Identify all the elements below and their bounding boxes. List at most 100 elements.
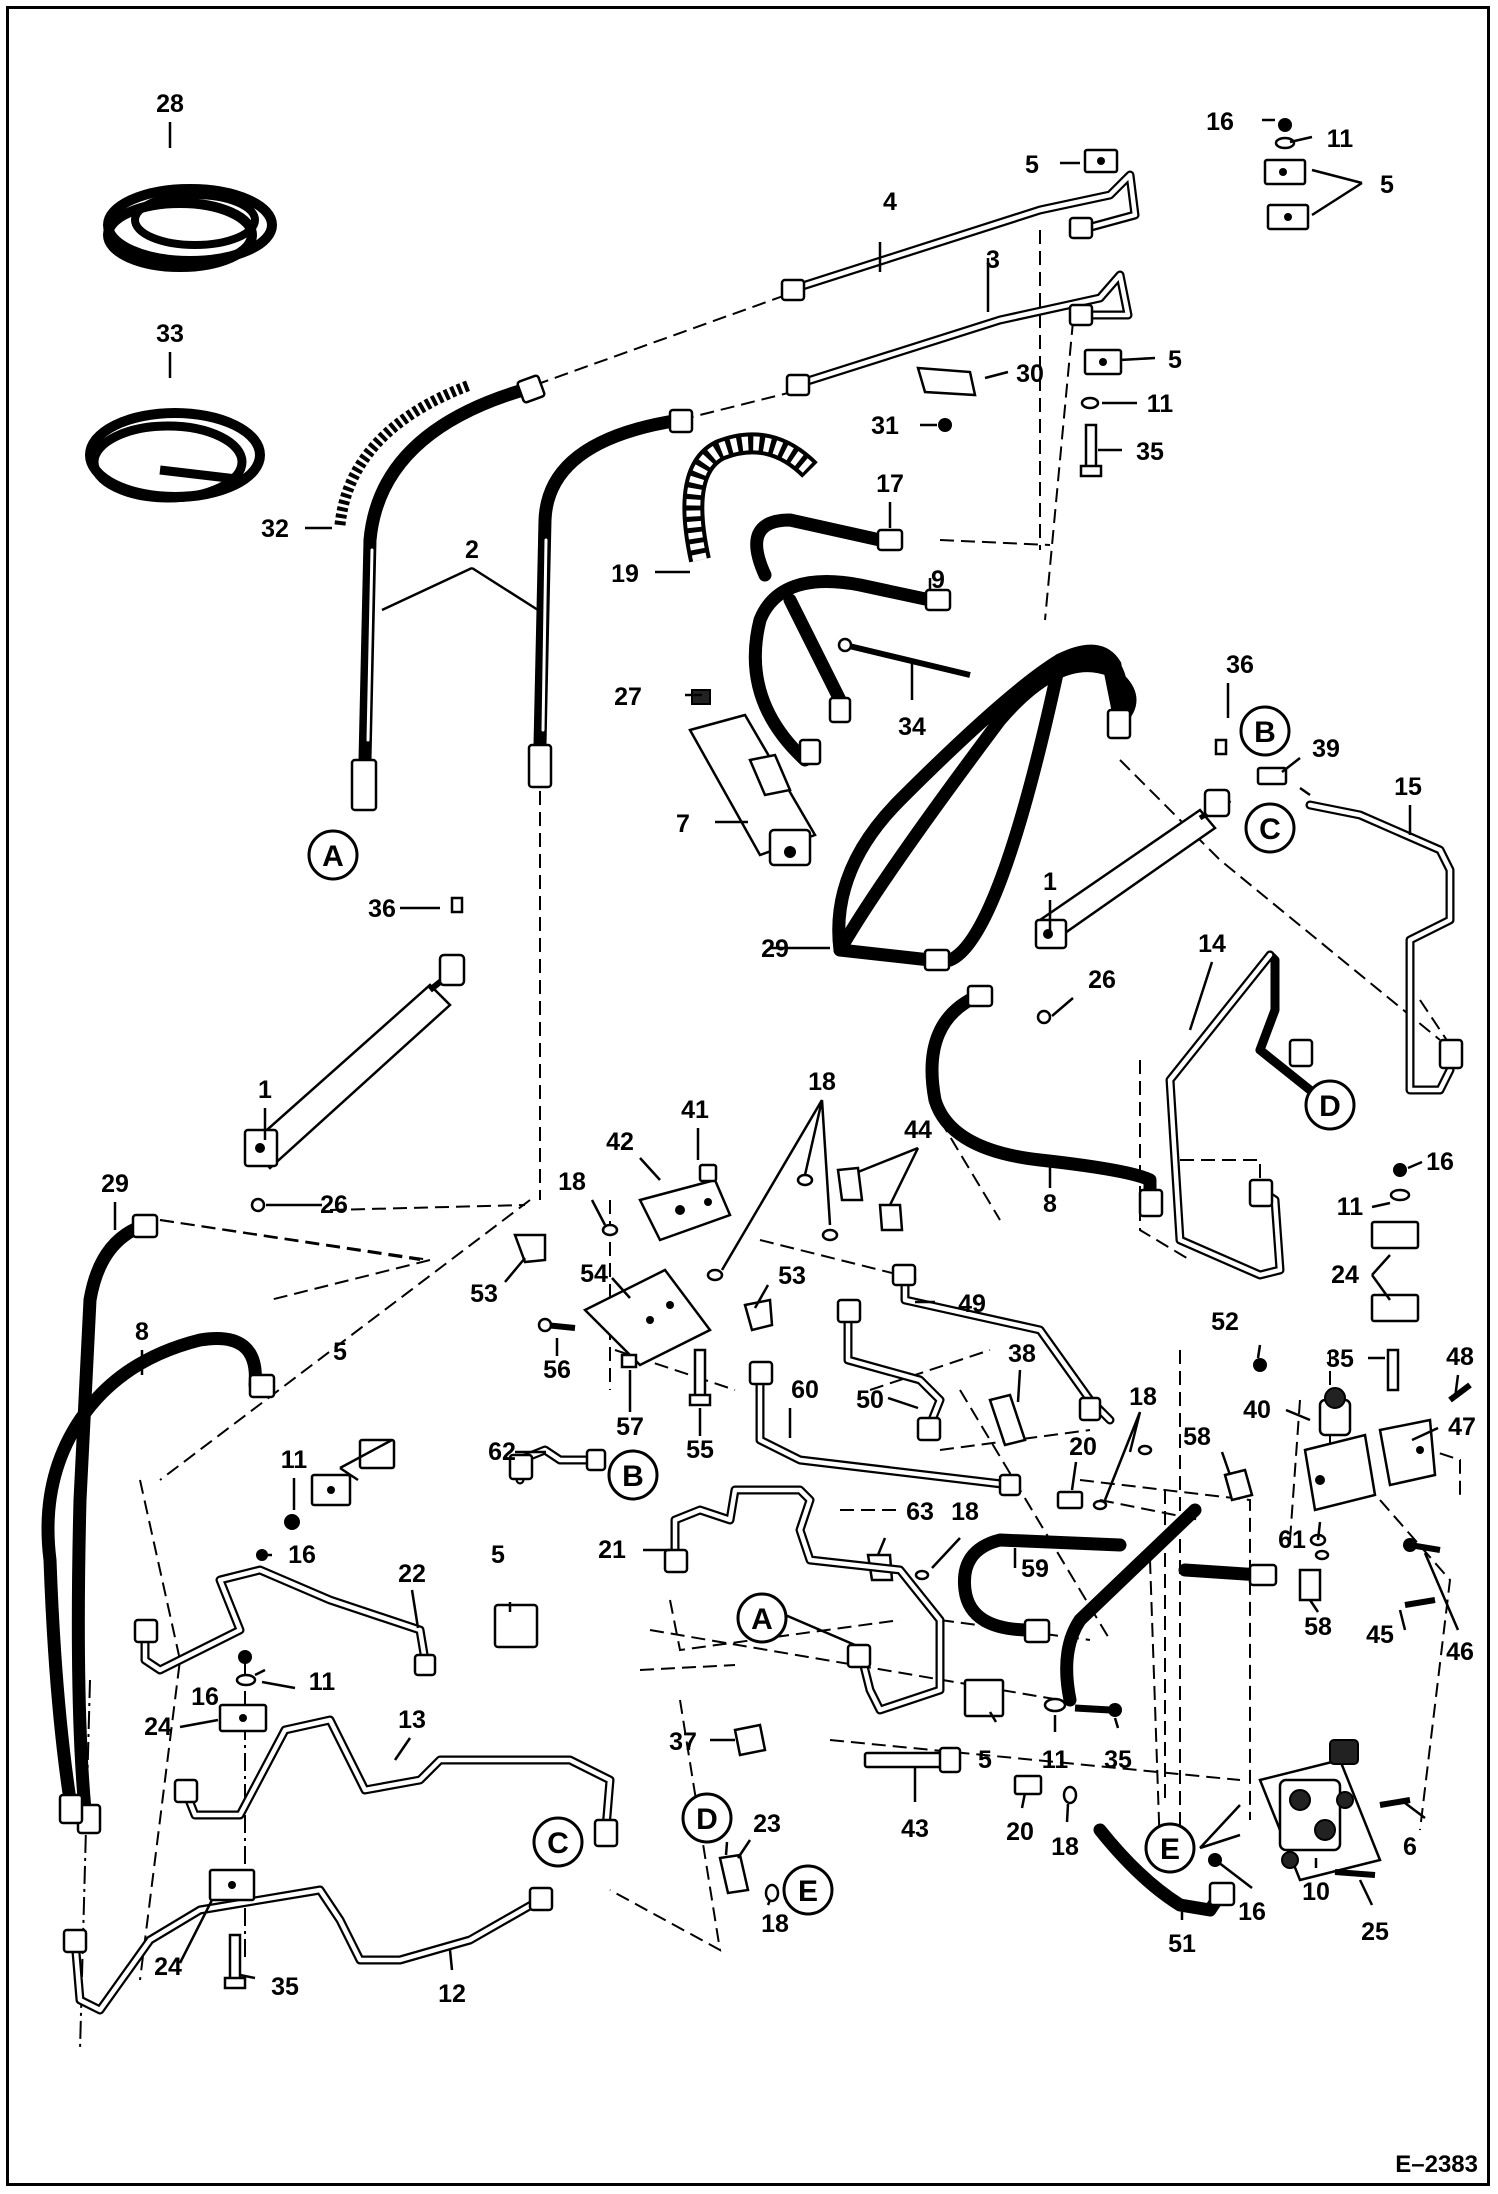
- callout-52: 52: [1211, 1308, 1239, 1336]
- callout-4: 4: [883, 188, 897, 216]
- svg-text:E: E: [1160, 1833, 1180, 1866]
- callout-36-upper: 36: [1226, 651, 1254, 679]
- clamp-24-left: [218, 1703, 268, 1733]
- oring-18-mid: [914, 1569, 930, 1581]
- tee-39: [1256, 766, 1288, 786]
- coiled-hose-33: [85, 408, 265, 503]
- tube-13: [173, 1715, 619, 1848]
- hose-29-upper: [832, 644, 1137, 972]
- fitting-20-upper: [1056, 1490, 1084, 1510]
- fitting-23: [718, 1853, 750, 1895]
- callout-8-left: 8: [135, 1318, 149, 1346]
- nut-57: [620, 1353, 638, 1369]
- elbow-58-b: [1298, 1568, 1322, 1602]
- connector-C-lower: C: [532, 1816, 584, 1868]
- washer-11-lower: [1043, 1697, 1067, 1713]
- callout-56: 56: [543, 1356, 571, 1384]
- callout-11-mid: 11: [1147, 390, 1174, 418]
- callout-61: 61: [1278, 1526, 1306, 1554]
- nut-16-11-left: [235, 1650, 257, 1687]
- tie-strap-34: [837, 637, 971, 678]
- figure-id: E–2383: [1395, 2151, 1478, 2178]
- callout-36-left: 36: [368, 895, 396, 923]
- oring-18-right: [1092, 1444, 1153, 1511]
- tube-22: [133, 1565, 437, 1677]
- callout-60: 60: [791, 1376, 819, 1404]
- callout-35-lower: 35: [1104, 1746, 1132, 1774]
- elbow-44-a: [836, 1166, 864, 1202]
- callout-27: 27: [614, 683, 642, 711]
- bracket-54: [582, 1268, 712, 1367]
- clamp-24-right: [1370, 1220, 1420, 1323]
- cylinder-1-left: [243, 953, 466, 1170]
- callout-48: 48: [1446, 1343, 1474, 1371]
- control-valve-10: [1258, 1739, 1382, 1882]
- callout-18-mid: 18: [951, 1498, 979, 1526]
- connector-E-right: E: [1144, 1822, 1196, 1874]
- callout-44: 44: [904, 1116, 932, 1144]
- bolt-35-right: [1386, 1348, 1400, 1392]
- callout-23: 23: [753, 1810, 781, 1838]
- callout-57: 57: [616, 1413, 644, 1441]
- svg-text:A: A: [751, 1603, 773, 1636]
- tube-4: [780, 170, 1140, 302]
- clamp-5-lower-mid: [963, 1678, 1005, 1718]
- bracket-30: [916, 366, 977, 397]
- callout-18-lower: 18: [1051, 1833, 1079, 1861]
- callout-18-upper: 18: [808, 1068, 836, 1096]
- connector-E-left: E: [782, 1864, 834, 1916]
- bolt-6: [1379, 1797, 1411, 1808]
- hose-2-left: [350, 374, 546, 812]
- hose-51: [1093, 1823, 1236, 1917]
- pin-36-upper: [1214, 738, 1228, 756]
- callout-58-upper: 58: [1183, 1423, 1211, 1451]
- callout-63: 63: [906, 1498, 934, 1526]
- callout-18-upper-left: 18: [558, 1168, 586, 1196]
- callout-58-lower: 58: [1304, 1613, 1332, 1641]
- connector-B-upper: B: [1239, 705, 1291, 757]
- hose-2-right: [527, 408, 694, 789]
- callout-30: 30: [1016, 360, 1044, 388]
- tube-60: [748, 1360, 1022, 1497]
- bolt-56: [537, 1317, 576, 1333]
- nut-16-11-top-right: [1274, 118, 1296, 150]
- callout-5-center: 5: [491, 1541, 505, 1569]
- callout-5-top-right: 5: [1380, 171, 1394, 199]
- elbow-53-a: [513, 1233, 547, 1264]
- callout-8-right: 8: [1043, 1190, 1057, 1218]
- callout-2: 2: [465, 536, 479, 564]
- callout-11-left: 11: [281, 1446, 308, 1474]
- nut-52: [1253, 1358, 1267, 1372]
- callout-13: 13: [398, 1706, 426, 1734]
- callout-54: 54: [580, 1260, 608, 1288]
- tube-50: [836, 1298, 945, 1442]
- nut-16-11-right: [1389, 1163, 1411, 1202]
- callout-39: 39: [1312, 735, 1340, 763]
- callout-35-right: 35: [1326, 1345, 1354, 1373]
- callout-26-left: 26: [320, 1191, 348, 1219]
- callout-5-left: 5: [333, 1338, 347, 1366]
- callout-33: 33: [156, 320, 184, 348]
- fitting-38: [988, 1393, 1027, 1447]
- callout-17: 17: [876, 470, 904, 498]
- callout-24-right: 24: [1331, 1261, 1359, 1289]
- callout-14: 14: [1198, 930, 1226, 958]
- callout-49: 49: [958, 1290, 986, 1318]
- clamp-5-top-right-pair: [1263, 158, 1310, 231]
- callout-11-lower: 11: [1042, 1746, 1069, 1774]
- hose-main-diagonal: [1060, 1503, 1278, 1707]
- callout-35-bottom: 35: [271, 1973, 299, 2001]
- valve-40: [1303, 1387, 1377, 1512]
- callout-25: 25: [1361, 1918, 1389, 1946]
- callout-55: 55: [686, 1436, 714, 1464]
- callout-19: 19: [611, 560, 639, 588]
- valve-block-42: [638, 1178, 732, 1242]
- callout-1-left: 1: [258, 1076, 272, 1104]
- coiled-hose-28: [103, 184, 277, 272]
- clip-27: [691, 689, 711, 705]
- connector-C-upper: C: [1244, 802, 1296, 854]
- callout-47: 47: [1448, 1413, 1476, 1441]
- svg-text:B: B: [1254, 716, 1276, 749]
- callout-16-right: 16: [1426, 1148, 1454, 1176]
- callout-16-top: 16: [1206, 108, 1234, 136]
